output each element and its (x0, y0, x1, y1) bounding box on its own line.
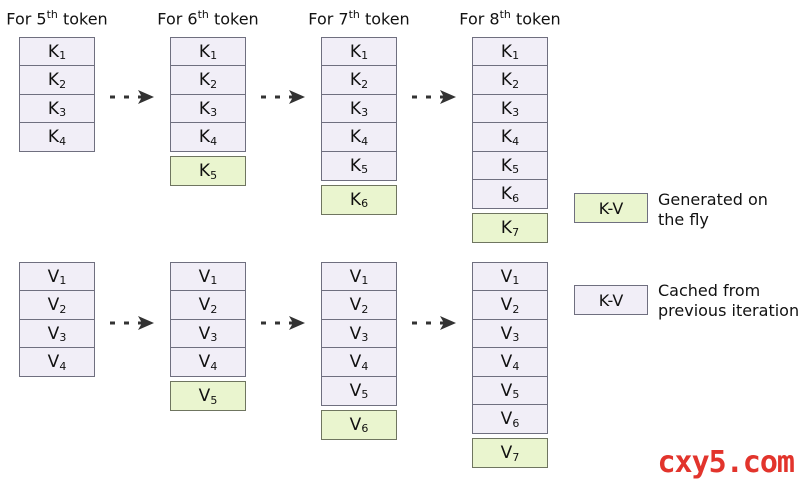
legend-generated-text: Generated on the fly (658, 190, 768, 229)
dashed-arrow-icon (110, 316, 154, 330)
legend-generated-box: K-V (574, 193, 648, 223)
dashed-arrow-icon (261, 316, 305, 330)
legend-cached-box: K-V (574, 285, 648, 315)
column-title-6: For 6th token (157, 8, 259, 29)
dashed-arrow-icon (110, 90, 154, 104)
dashed-arrow-icon (412, 316, 456, 330)
dashed-arrow-icon (261, 90, 305, 104)
column-title-8: For 8th token (459, 8, 561, 29)
watermark: cxy5.com (657, 445, 795, 480)
column-title-7: For 7th token (308, 8, 410, 29)
column-title-5: For 5th token (6, 8, 108, 29)
dashed-arrow-icon (412, 90, 456, 104)
legend-cached-text: Cached from previous iteration (658, 281, 800, 320)
